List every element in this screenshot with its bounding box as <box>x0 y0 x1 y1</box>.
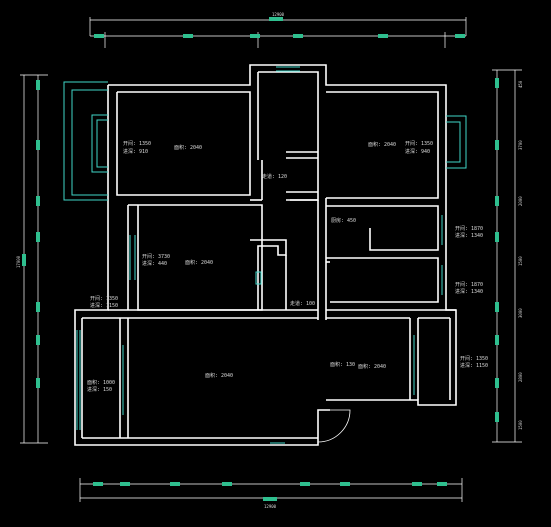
room-right-2-line2: 进深: 1340 <box>455 288 483 295</box>
corridor-top-label: 走道: 120 <box>262 173 287 180</box>
room-tl-line1: 开间: 1350 <box>123 140 151 147</box>
balcony-left-line2: 进深: 1150 <box>90 302 118 309</box>
balcony-left-line1: 开间: 1350 <box>90 295 118 302</box>
room-tr-line1: 开间: 1350 <box>405 140 433 147</box>
room-tr-area: 面积: 2040 <box>368 141 396 148</box>
balcony-right-line1: 开间: 1350 <box>460 355 488 362</box>
windows <box>63 66 467 444</box>
dim-bottom-overall: 12900 <box>264 504 277 509</box>
dim-right-seg-2: 3700 <box>518 140 523 150</box>
kitchen-label: 厨房: 450 <box>331 217 356 224</box>
dim-right-seg-4: 1500 <box>518 256 523 266</box>
room-right-1-line1: 开间: 1870 <box>455 225 483 232</box>
dining-area-label: 面积: 2040 <box>358 363 386 370</box>
balcony-left-b-line2: 进深: 150 <box>87 386 112 393</box>
room-tl-line2: 进深: 910 <box>123 148 148 155</box>
dimension-ticks <box>22 17 499 501</box>
room-tl-area: 面积: 2040 <box>174 144 202 151</box>
dim-right-seg-3: 2000 <box>518 196 523 206</box>
balcony-left-b-line1: 面积: 1000 <box>87 379 115 386</box>
room-labels: 开间: 1350 进深: 910 面积: 2040 走道: 120 面积: 20… <box>87 140 488 393</box>
walls <box>74 64 457 446</box>
room-right-1-line2: 进深: 1340 <box>455 232 483 239</box>
dim-right-seg-1: 450 <box>518 80 523 88</box>
room-tr-line2: 进深: 940 <box>405 148 430 155</box>
room-mid-area: 面积: 2040 <box>185 259 213 266</box>
dim-left-overall: 17000 <box>16 255 21 268</box>
room-mid-line2: 进深: 440 <box>142 260 167 267</box>
room-mid-line1: 开间: 3730 <box>142 253 170 260</box>
dimension-texts: 12900 12900 17000 450 3700 2000 1500 300… <box>16 12 523 509</box>
dim-right-seg-5: 3000 <box>518 308 523 318</box>
dim-right-seg-7: 1500 <box>518 420 523 430</box>
balcony-right-line2: 进深: 1150 <box>460 362 488 369</box>
room-right-2-line1: 开间: 1870 <box>455 281 483 288</box>
dining-label: 面积: 130 <box>330 361 355 368</box>
dim-right-seg-6: 2800 <box>518 372 523 382</box>
dim-top-overall: 12900 <box>272 12 285 17</box>
hall-label: 走道: 100 <box>290 300 315 307</box>
living-label: 面积: 2040 <box>205 372 233 379</box>
